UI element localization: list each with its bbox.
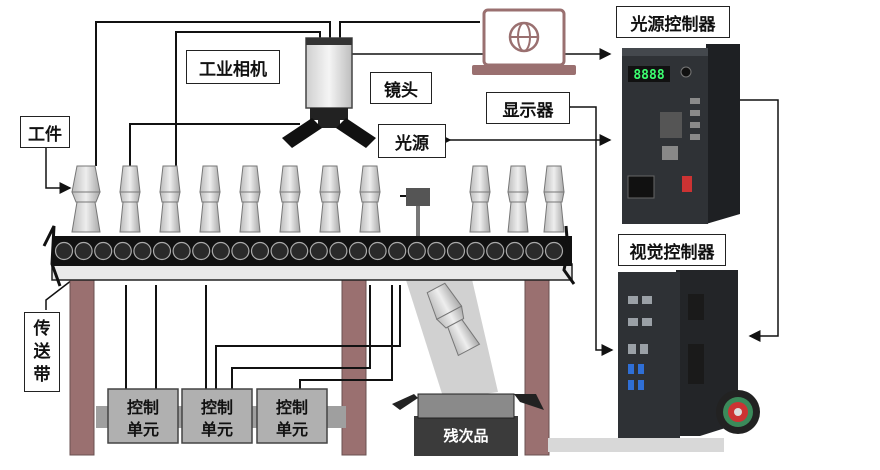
control-unit-1-line1: 控制 bbox=[127, 398, 159, 417]
conveyor-label-char-2: 送 bbox=[33, 341, 51, 362]
workpiece bbox=[199, 165, 221, 233]
reject-pusher bbox=[400, 188, 430, 236]
roller bbox=[192, 241, 211, 261]
workpiece bbox=[319, 165, 341, 233]
light-controller-device: 8888 bbox=[622, 44, 740, 224]
control-unit-1-line2: 单元 bbox=[127, 420, 159, 439]
lens-label: 镜头 bbox=[370, 72, 432, 104]
roller bbox=[466, 241, 485, 261]
roller bbox=[74, 241, 93, 261]
workpiece bbox=[239, 165, 261, 233]
roller bbox=[505, 241, 524, 261]
roller bbox=[348, 241, 368, 261]
roller bbox=[290, 241, 309, 261]
conveyor-label-char-1: 传 bbox=[33, 318, 51, 339]
conveyor-label-char-3: 带 bbox=[33, 364, 51, 385]
workpiece bbox=[507, 165, 529, 233]
workpiece bbox=[119, 165, 141, 233]
roller bbox=[54, 241, 74, 261]
signal-cables bbox=[95, 21, 480, 166]
control-wires bbox=[125, 285, 401, 390]
roller bbox=[211, 241, 230, 261]
light-controller-readout: 8888 bbox=[633, 68, 664, 83]
control-units: 控制 单元 控制 单元 控制 单元 bbox=[96, 388, 346, 444]
control-unit-3-line2: 单元 bbox=[276, 420, 308, 439]
display-label: 显示器 bbox=[486, 92, 570, 124]
roller bbox=[309, 241, 328, 261]
light-source-label: 光源 bbox=[378, 124, 446, 158]
roller bbox=[152, 241, 172, 261]
roller bbox=[486, 241, 505, 261]
industrial-camera bbox=[305, 37, 353, 128]
workpiece bbox=[469, 165, 491, 233]
vision-controller-label: 视觉控制器 bbox=[618, 234, 726, 266]
workpiece bbox=[359, 165, 381, 233]
conveyor-label: 传 送 带 bbox=[24, 312, 60, 392]
camera-label: 工业相机 bbox=[186, 50, 280, 84]
roller bbox=[172, 241, 191, 261]
connection-arrows bbox=[45, 48, 779, 356]
roller bbox=[94, 241, 113, 261]
roller bbox=[525, 241, 544, 261]
floor-shadow bbox=[548, 438, 724, 452]
ring-light-source bbox=[282, 118, 376, 148]
reject-bin: 残次品 bbox=[392, 393, 544, 456]
vision-controller-device bbox=[618, 270, 760, 438]
roller bbox=[270, 241, 289, 261]
roller bbox=[329, 241, 348, 261]
roller bbox=[446, 241, 466, 261]
light-controller-label: 光源控制器 bbox=[616, 6, 730, 38]
roller bbox=[250, 241, 270, 261]
roller bbox=[113, 241, 132, 261]
workpiece-label: 工件 bbox=[20, 116, 70, 148]
workpieces-on-belt bbox=[71, 165, 565, 233]
roller bbox=[368, 241, 387, 261]
workpiece bbox=[71, 165, 101, 233]
roller bbox=[231, 241, 250, 261]
conveyor-belt bbox=[42, 225, 576, 287]
fan-icon bbox=[716, 390, 760, 434]
reject-bin-label: 残次品 bbox=[443, 427, 488, 445]
control-unit-2-line2: 单元 bbox=[201, 420, 233, 439]
workpiece bbox=[543, 165, 565, 233]
roller bbox=[544, 241, 564, 261]
roller bbox=[388, 241, 407, 261]
roller bbox=[133, 241, 152, 261]
rejected-workpiece bbox=[426, 282, 481, 357]
roller bbox=[407, 241, 426, 261]
workpiece bbox=[279, 165, 301, 233]
control-unit-3-line1: 控制 bbox=[276, 398, 308, 417]
roller bbox=[427, 241, 446, 261]
laptop-icon bbox=[472, 8, 576, 75]
control-unit-2-line1: 控制 bbox=[201, 398, 233, 417]
workpiece bbox=[159, 165, 181, 233]
